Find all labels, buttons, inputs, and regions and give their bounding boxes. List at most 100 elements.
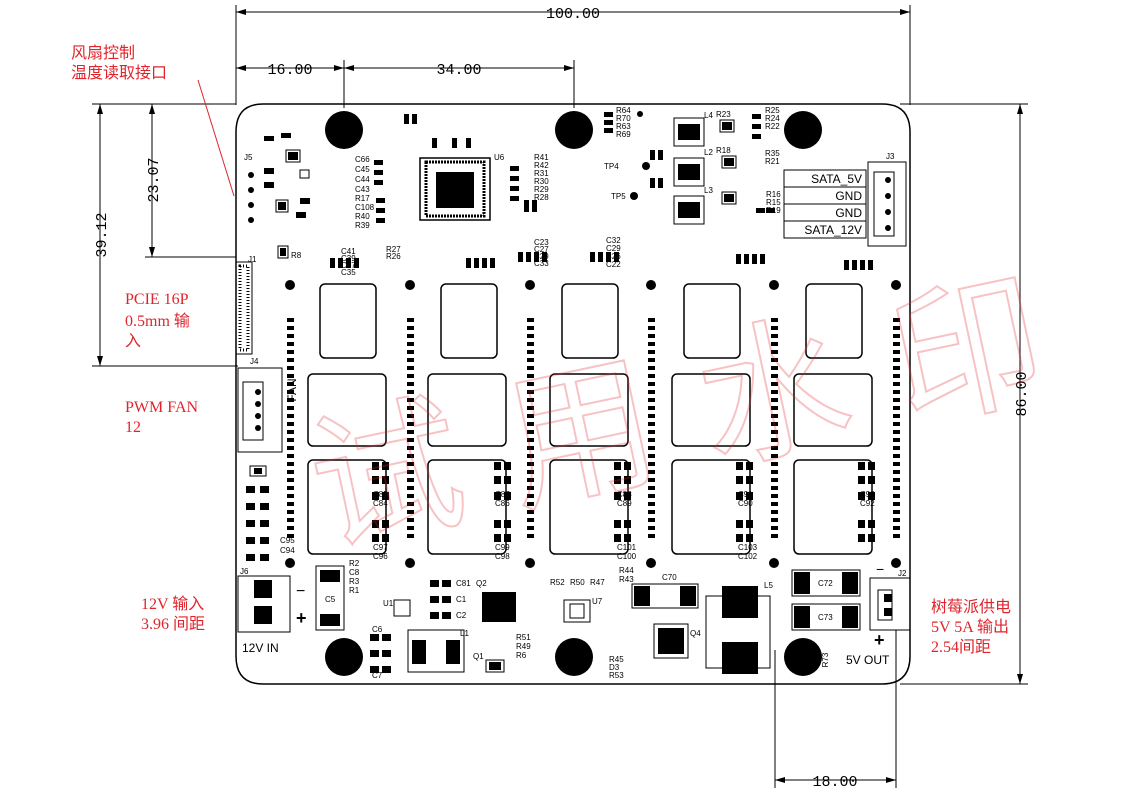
fan-control-zone: J5 R8 (244, 133, 310, 260)
capacitor-pad (868, 534, 875, 542)
ref-label: R43 (619, 575, 634, 584)
pad (893, 478, 900, 482)
capacitor-pad (590, 252, 595, 262)
capacitor-pad (382, 462, 389, 470)
pad (648, 326, 655, 330)
capacitor-pad (624, 476, 631, 484)
ref-label: C2 (456, 611, 467, 620)
capacitor-pad (614, 476, 621, 484)
j6-label: J6 (240, 567, 249, 576)
ref-label: R53 (609, 671, 624, 680)
pad (407, 462, 414, 466)
u7-label: U7 (592, 597, 603, 606)
pad (407, 446, 414, 450)
pad (893, 518, 900, 522)
capacitor-pad (736, 476, 743, 484)
pad (893, 398, 900, 402)
pad (771, 334, 778, 338)
pcie-label: PCIE 16P (125, 291, 189, 308)
capacitor-pad (736, 534, 743, 542)
pad (527, 398, 534, 402)
dim-board-height: 86.00 (1014, 371, 1031, 416)
pad (771, 414, 778, 418)
pad (771, 478, 778, 482)
pad (407, 390, 414, 394)
pad (407, 486, 414, 490)
plus-sign: + (296, 608, 307, 628)
mounting-hole-bc (555, 638, 593, 676)
pad (648, 494, 655, 498)
capacitor-pad (614, 520, 621, 528)
via (525, 280, 535, 290)
plus-sign-out: + (874, 630, 885, 650)
capacitor-pad (518, 252, 523, 262)
via (405, 558, 415, 568)
pad (893, 374, 900, 378)
pad (893, 334, 900, 338)
ref-label: C85 (373, 490, 388, 499)
ref-label: R27 (386, 245, 401, 254)
ref-label: R6 (516, 651, 527, 660)
capacitor-pad (382, 492, 389, 500)
capacitor-pad (752, 254, 757, 264)
converter-right: U7 C70 Q4 L5 (563, 573, 773, 674)
via (285, 558, 295, 568)
pad (527, 358, 534, 362)
sata-power-block: SATA_5V GND GND SATA_12V J3 (783, 152, 907, 247)
capacitor-pad (868, 476, 875, 484)
q4-label: Q4 (690, 629, 701, 638)
capacitor-pad (542, 252, 547, 262)
capacitor-pad (624, 520, 631, 528)
via (646, 558, 656, 568)
capacitor-pad (858, 462, 865, 470)
pad (407, 494, 414, 498)
capacitor-pad (354, 258, 359, 268)
fan-header-j4: J4 FAN (237, 357, 299, 453)
capacitor-pad (534, 252, 539, 262)
capacitor-pad (372, 520, 379, 528)
mounting-hole-tl (325, 111, 363, 149)
ref-label: R16 (766, 190, 781, 199)
pad (648, 350, 655, 354)
input-connector-j6: J6 − + 12V IN (237, 567, 307, 655)
mosfet-outline (671, 373, 751, 447)
power-stage-grid (285, 252, 901, 568)
pad (893, 430, 900, 434)
pad (287, 526, 294, 530)
pad (407, 398, 414, 402)
capacitor-pad (382, 520, 389, 528)
capacitor-pad (504, 476, 511, 484)
fan-control-label: 风扇控制 (71, 44, 135, 62)
ref-label: C87 (495, 490, 510, 499)
capacitor-pad (760, 254, 765, 264)
pad (407, 518, 414, 522)
mounting-holes (325, 111, 822, 676)
pad (648, 398, 655, 402)
pad (771, 430, 778, 434)
ref-label: C102 (738, 552, 758, 561)
ref-label: C22 (606, 260, 621, 269)
pad (893, 358, 900, 362)
ref-label: C108 (355, 203, 375, 212)
pad (527, 502, 534, 506)
capacitor-pad (494, 520, 501, 528)
ref-label: R19 (766, 206, 781, 215)
ref-label: R42 (534, 161, 549, 170)
capacitor-pad (744, 254, 749, 264)
r8-label: R8 (291, 251, 302, 260)
j2-label: J2 (898, 569, 907, 578)
c73-label: C73 (818, 613, 833, 622)
ref-label: R70 (616, 114, 631, 123)
ref-label: C101 (617, 543, 637, 552)
pad (287, 470, 294, 474)
dim-fan-header-offset: 23.07 (146, 157, 163, 202)
capacitor-pad (736, 462, 743, 470)
ref-label: R47 (590, 578, 605, 587)
l3-label: L3 (704, 186, 713, 195)
output-zone: C72 C73 J2 − + 5V OUT R73 (791, 561, 911, 667)
pad (287, 406, 294, 410)
pad (287, 454, 294, 458)
pcie-connector-j1: J1 (235, 255, 257, 355)
ref-label: C35 (341, 268, 356, 277)
capacitor-pad (494, 534, 501, 542)
